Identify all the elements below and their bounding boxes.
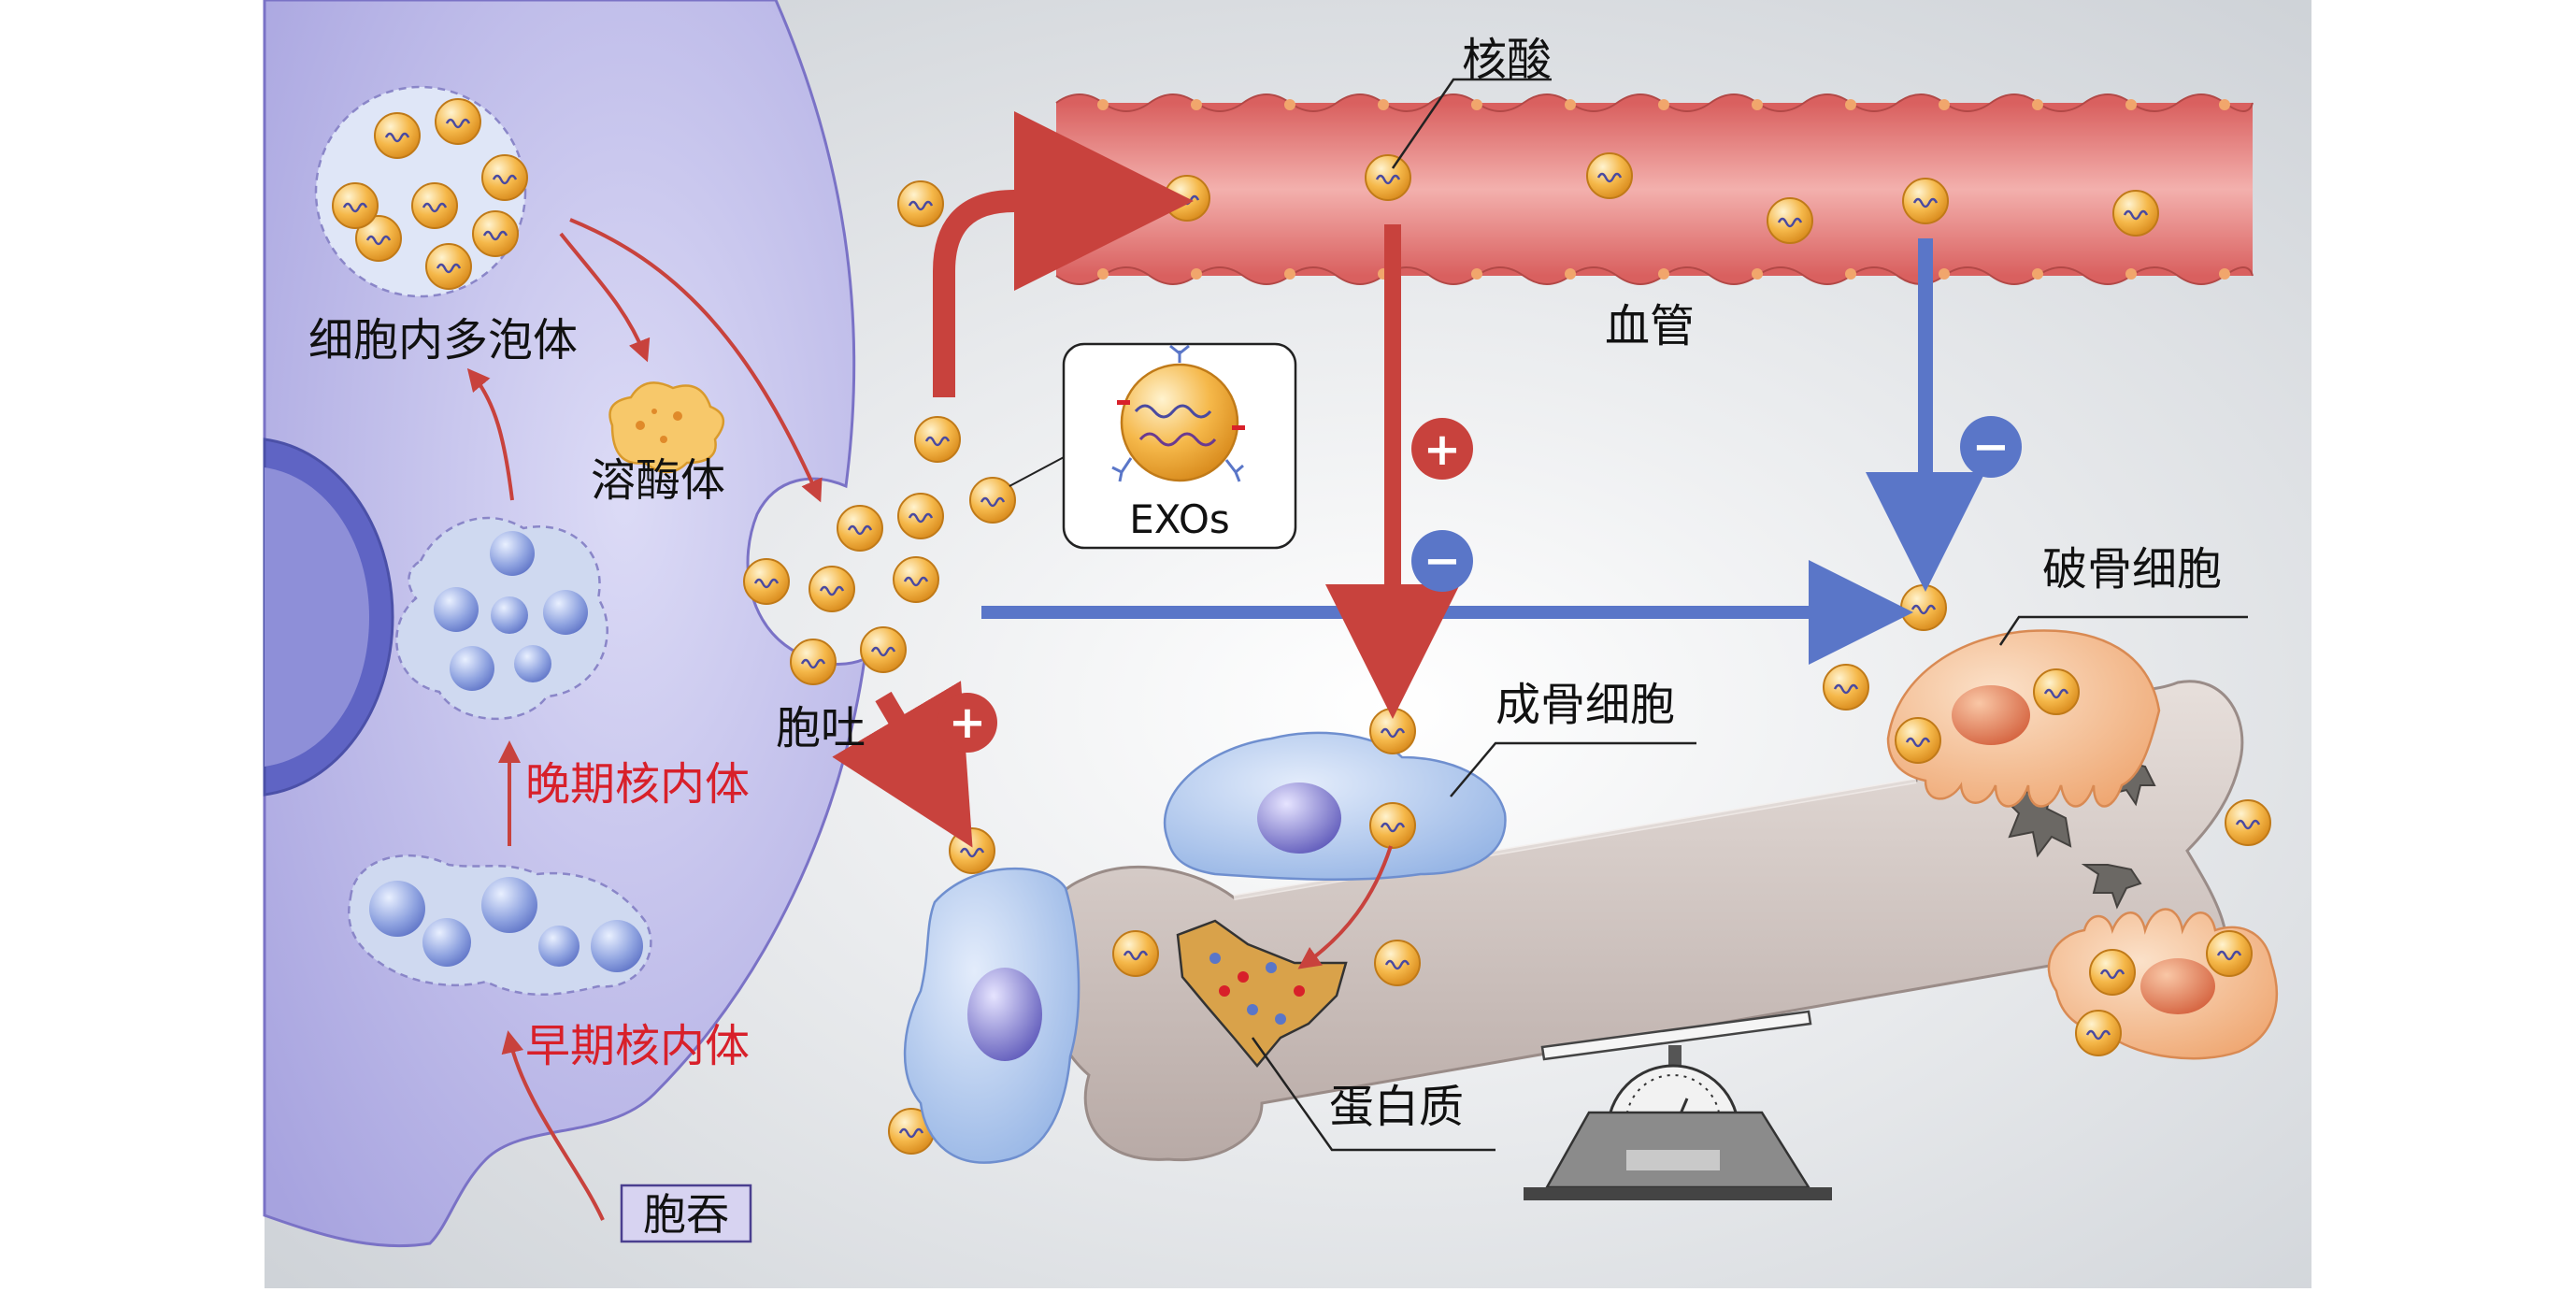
osteoblast-cell — [1163, 707, 1507, 882]
minus-badge-osteoclast: − — [1960, 416, 2022, 478]
nucleic-acid-leader — [1391, 78, 1552, 169]
late-endosome — [395, 516, 608, 721]
multivesicular-body — [314, 85, 529, 298]
plus-badge-exocytosis: + — [937, 693, 997, 753]
early-endosome-label: 早期核内体 — [525, 1020, 750, 1072]
endocytosis-box: 胞吞 — [620, 1184, 752, 1243]
text-labels: 核酸 血管 细胞内多泡体 溶酶体 晚期核内体 早期核内体 胞吐 成骨细胞 破骨细… — [308, 34, 2222, 1133]
pathway-arrows — [832, 111, 1985, 848]
minus-badge-center: − — [1411, 530, 1473, 592]
osteoclast-leader — [1998, 615, 2248, 646]
exos-callout: EXOs — [1009, 342, 1297, 550]
lining-osteoblast — [903, 826, 1080, 1164]
svg-text:−: − — [1972, 421, 2010, 473]
protein-dots — [1209, 953, 1305, 1025]
nucleic-acid-label: 核酸 — [1462, 34, 1552, 86]
osteoclast-cell-lower — [2047, 798, 2279, 1060]
lysosome-shape — [608, 381, 724, 474]
lysosome-label: 溶酶体 — [591, 454, 725, 507]
early-endosome — [348, 854, 652, 996]
osteoblast-label: 成骨细胞 — [1496, 679, 1675, 731]
endocytosis-label: 胞吞 — [643, 1189, 729, 1240]
blood-vessel-label: 血管 — [1605, 300, 1695, 352]
protein-label: 蛋白质 — [1329, 1081, 1464, 1133]
osteoblast-to-protein-arrow — [1297, 845, 1393, 969]
osteoblast-leader — [1450, 741, 1696, 797]
mvb-label: 细胞内多泡体 — [308, 314, 578, 366]
late-endosome-label: 晚期核内体 — [525, 758, 750, 811]
svg-text:+: + — [949, 696, 986, 749]
blood-vessel — [1055, 93, 2254, 285]
osteoclast-label: 破骨细胞 — [2042, 543, 2222, 596]
scale-icon — [1524, 1010, 1832, 1200]
exos-label: EXOs — [1129, 496, 1230, 542]
svg-text:+: + — [1424, 423, 1461, 476]
plus-badge-osteoblast: + — [1411, 418, 1473, 480]
exocytosis-label: 胞吐 — [776, 702, 866, 754]
protein-leader — [1251, 1037, 1496, 1152]
internal-pathway-arrows — [466, 218, 823, 1221]
osteoclast-cell-upper — [1822, 583, 2161, 808]
svg-text:−: − — [1424, 535, 1461, 587]
